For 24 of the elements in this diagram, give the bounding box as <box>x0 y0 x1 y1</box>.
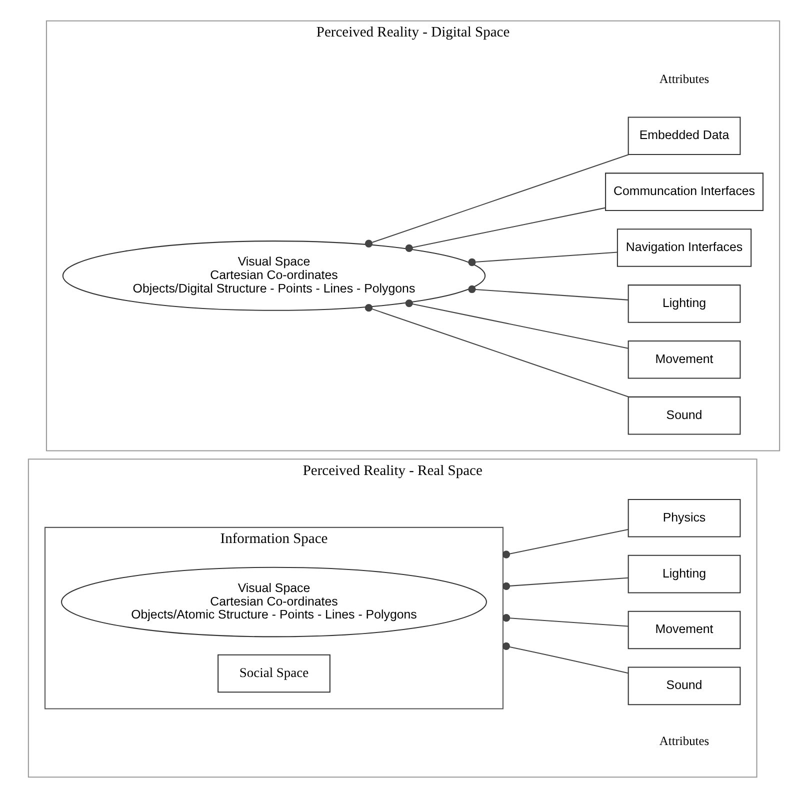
connector <box>405 207 606 252</box>
node-box: Sound <box>628 396 741 435</box>
connector <box>502 577 628 590</box>
connector <box>468 285 628 300</box>
node-box: Movement <box>628 610 741 650</box>
connector <box>364 154 629 248</box>
node-box: Movement <box>628 340 741 379</box>
label: Attributes <box>659 734 710 748</box>
label: Attributes <box>659 72 710 86</box>
node-box: Sound <box>628 666 741 706</box>
node-box: Embedded Data <box>628 116 741 156</box>
node-ellipse: Visual Space Cartesian Co-ordinates Objects/Atomic Structure - Points - Lines - Polygons <box>61 566 487 638</box>
node-box: Lighting <box>628 284 741 323</box>
connector <box>405 299 628 349</box>
node-box: Navigation Interfaces <box>616 228 752 267</box>
connector <box>502 528 628 558</box>
connector <box>364 304 629 398</box>
node-box: Physics <box>628 498 741 538</box>
node-box: Communcation Interfaces <box>605 172 764 211</box>
connector <box>468 252 618 266</box>
node-box: Lighting <box>628 554 741 594</box>
node-box: Social Space <box>218 654 330 693</box>
connector <box>502 614 628 627</box>
connector <box>502 642 628 674</box>
